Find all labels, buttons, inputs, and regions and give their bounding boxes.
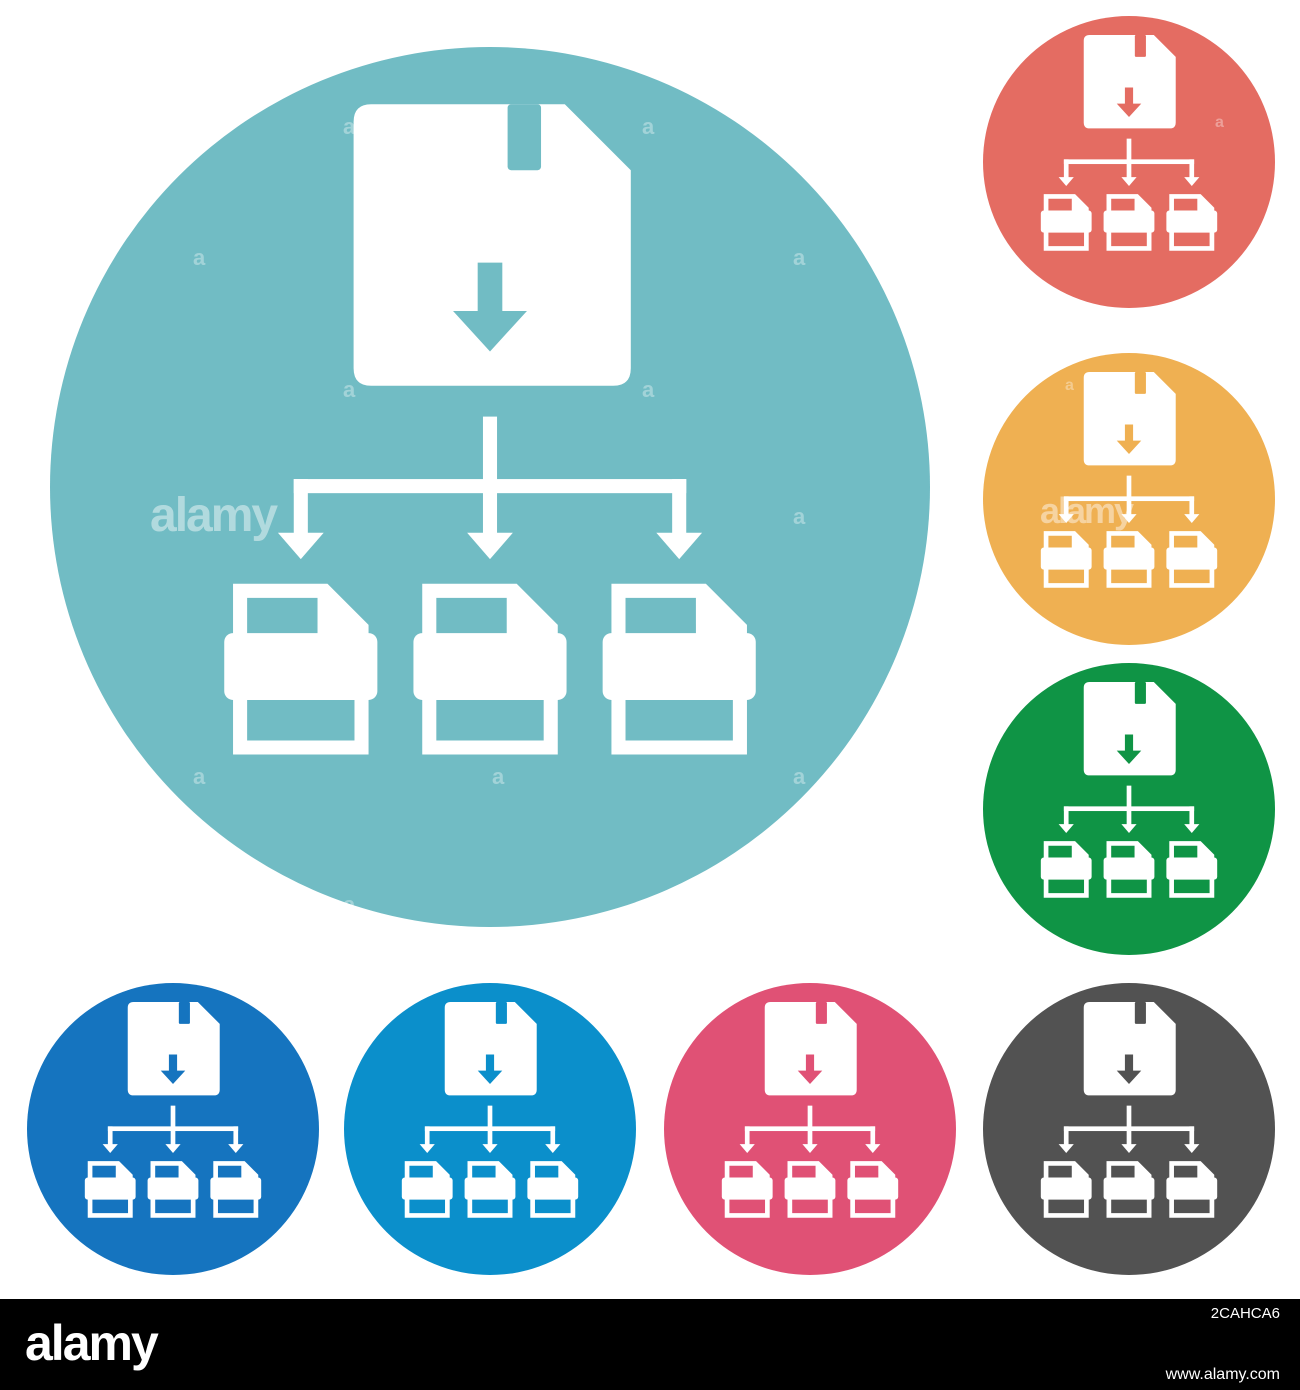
image-id: 2CAHCA6 [1210,1305,1280,1322]
footer-bar: alamy 2CAHCA6 www.alamy.com [0,1299,1300,1390]
footer-logo: alamy [25,1315,159,1371]
icon-set [27,16,1275,1275]
dark-blue-badge [27,983,319,1275]
large-teal-badge [50,47,930,927]
light-blue-badge [344,983,636,1275]
footer-url: www.alamy.com [1165,1366,1280,1383]
dark-gray-badge [983,983,1275,1275]
orange-badge [983,353,1275,645]
green-badge [983,663,1275,955]
red-badge [983,16,1275,308]
pink-badge [664,983,956,1275]
